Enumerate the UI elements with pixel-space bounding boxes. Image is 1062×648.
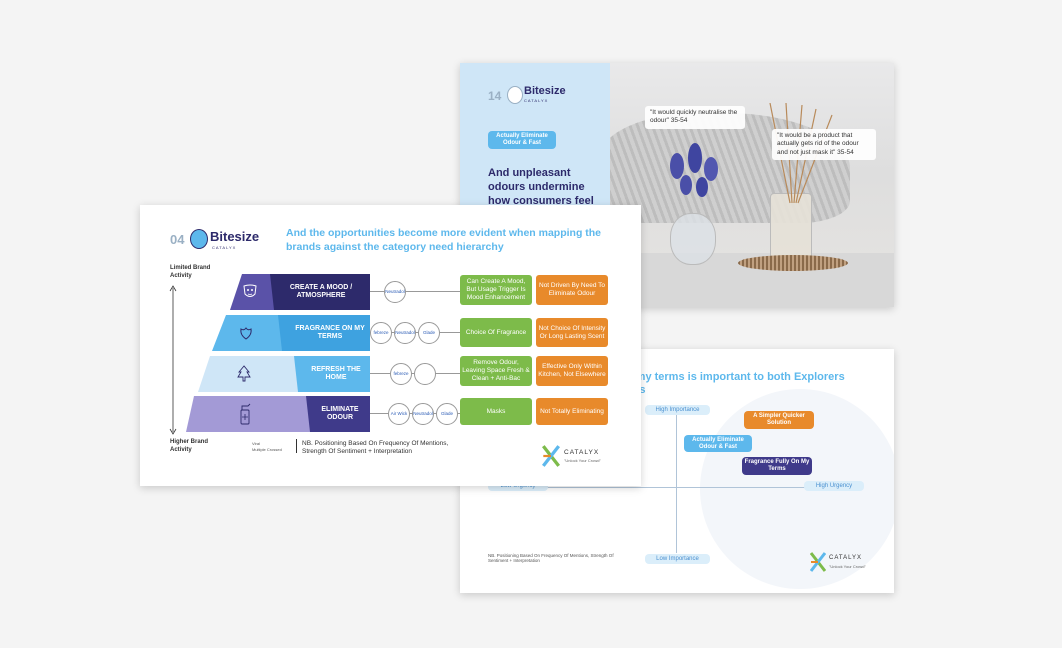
mask-icon (243, 284, 257, 297)
tier1-orange-box: Not Driven By Need To Eliminate Odour (536, 275, 608, 305)
tag-eliminate: Actually Eliminate Odour & Fast (488, 131, 556, 149)
quote-neutralise: "It would quickly neutralise the odour" … (645, 106, 745, 129)
tier-label: CREATE A MOOD / ATMOSPHERE (289, 284, 353, 300)
slide-need-hierarchy[interactable]: 04 Bitesize CATALYX And the opportunitie… (140, 205, 641, 486)
tier1-green-box: Can Create A Mood, But Usage Trigger Is … (460, 275, 532, 305)
tier3-green-box: Remove Odour, Leaving Space Fresh & Clea… (460, 356, 532, 386)
high-urgency-label: High Urgency (804, 481, 864, 491)
lavender-flowers (660, 143, 730, 223)
brand-sub: CATALYX (524, 98, 549, 103)
tier3-orange-box: Effective Only Within Kitchen, Not Elsew… (536, 356, 608, 386)
higher-brand-activity: Higher Brand Activity (170, 439, 209, 453)
brand-neutradol-circle: Neutradol (412, 403, 434, 425)
brand-febreze-circle: febreze (370, 322, 392, 344)
tier-eliminate-odour: ELIMINATE ODOUR (186, 396, 370, 432)
footer-divider (296, 439, 297, 453)
tier-shape (212, 315, 370, 351)
tier-shape (230, 274, 370, 310)
slide-title: ...on my terms is important to both Expl… (610, 371, 845, 396)
limited-brand-activity: Limited Brand Activity (170, 265, 211, 279)
tier-shape (186, 396, 370, 432)
brand-glade-circle: Glade (436, 403, 458, 425)
vertical-arrow-icon (169, 285, 177, 435)
tier-refresh-home: REFRESH THE HOME (198, 356, 370, 392)
brand-sub: CATALYX (212, 245, 237, 250)
spray-bottle-icon (240, 403, 251, 425)
low-importance-label: Low Importance (645, 554, 710, 564)
slide-number: 14 (488, 89, 502, 103)
wicker-tray (738, 255, 848, 271)
tier-fragrance-terms: FRAGRANCE ON MY TERMS (212, 315, 370, 351)
tier4-orange-box: Not Totally Eliminating (536, 398, 608, 425)
tier2-orange-box: Not Choice Of Intensity Or Long Lasting … (536, 318, 608, 347)
footnote: NB. Positioning Based On Frequency Of Me… (488, 553, 614, 564)
brand-name: Bitesize (524, 85, 566, 97)
catalyx-wordmark: CATALYX (829, 555, 863, 561)
tier-create-mood: CREATE A MOOD / ATMOSPHERE (230, 274, 370, 310)
slide-number: 04 (170, 232, 185, 247)
slide-title: And the opportunities become more eviden… (286, 227, 602, 253)
connector-line (370, 291, 460, 292)
brand-neutradol-circle: Neutradol (394, 322, 416, 344)
pill-fragrance-terms: Fragrance Fully On My Terms (742, 457, 812, 475)
tier-label: REFRESH THE HOME (311, 366, 361, 382)
vertical-axis (676, 413, 677, 553)
catalyx-tagline: "Unlock Your Crowd" (829, 564, 866, 569)
footnote: NB. Positioning Based On Frequency Of Me… (302, 440, 449, 456)
tree-icon (237, 365, 251, 382)
reed-sticks-icon (769, 103, 833, 204)
quote-gets-rid: "It would be a product that actually get… (772, 129, 876, 161)
brand-febreze-circle: febreze (390, 363, 412, 385)
catalyx-mark-icon (810, 552, 826, 572)
catalyx-tagline: "Unlock Your Crowd" (564, 458, 601, 463)
bitesize-icon (190, 229, 208, 249)
photo (610, 63, 894, 307)
tier-label: ELIMINATE ODOUR (321, 406, 359, 422)
reed-diffuser-bottle (770, 193, 812, 265)
pill-simpler-solution: A Simpler Quicker Solution (744, 411, 814, 429)
brand-glade-circle: Glade (418, 322, 440, 344)
tier-shape (198, 356, 370, 392)
catalyx-logo: CATALYX "Unlock Your Crowd" (542, 445, 622, 471)
empty-brand-circle (414, 363, 436, 385)
legend-multiple: Multiple Crossed (252, 447, 282, 452)
pill-eliminate-odour: Actually Eliminate Odour & Fast (684, 435, 752, 452)
flower-vase (670, 213, 716, 265)
horizontal-axis (500, 487, 860, 488)
high-importance-label: High Importance (645, 405, 710, 415)
brand-airwick-circle: Air Wick (388, 403, 410, 425)
flower-icon (240, 327, 252, 340)
bitesize-icon (507, 86, 523, 104)
catalyx-mark-icon (542, 445, 560, 467)
tier4-green-box: Masks (460, 398, 532, 425)
brand-neutradol-circle: Neutradol (384, 281, 406, 303)
catalyx-wordmark: CATALYX (564, 449, 600, 456)
brand-name: Bitesize (210, 229, 260, 244)
catalyx-logo: CATALYX "Unlock Your Crowd" (810, 552, 890, 574)
tier-label: FRAGRANCE ON MY TERMS (295, 325, 365, 341)
legend-viral: Viral (252, 441, 260, 446)
tier2-green-box: Choice Of Fragrance (460, 318, 532, 347)
